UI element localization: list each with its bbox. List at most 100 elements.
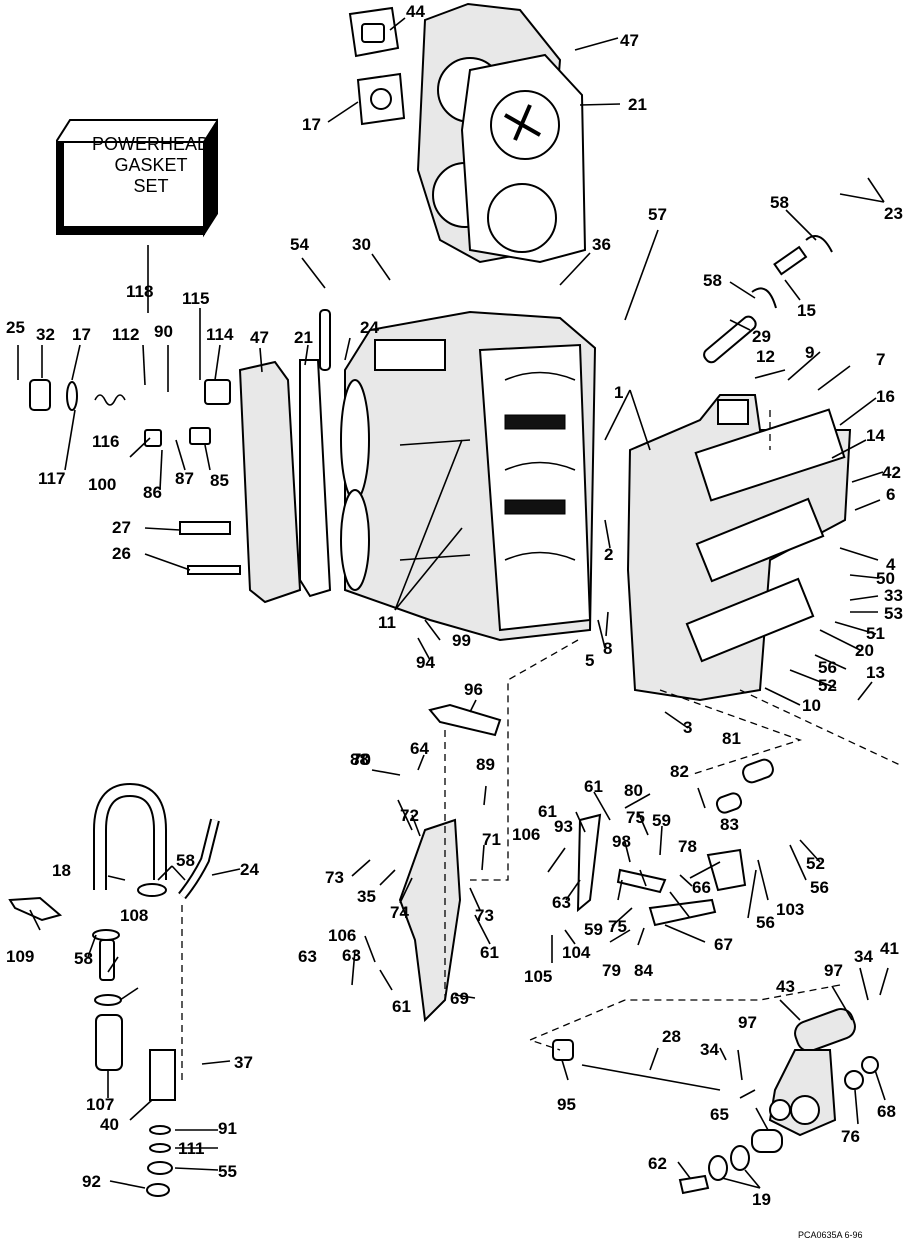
callout: 5 <box>585 651 594 670</box>
callout: 41 <box>880 939 899 958</box>
callout: 12 <box>756 347 775 366</box>
callout: 74 <box>390 903 409 922</box>
callout: 63 <box>298 947 317 966</box>
callout: 33 <box>884 586 903 605</box>
callout: 25 <box>6 318 25 337</box>
callout: 52 <box>806 854 825 873</box>
callout: 67 <box>714 935 733 954</box>
callout: 52 <box>818 676 837 695</box>
kit-label-line-3: SET <box>133 176 169 196</box>
callout: 73 <box>475 906 494 925</box>
callout: 91 <box>218 1119 237 1138</box>
callout: 89 <box>476 755 495 774</box>
figure-code: PCA0635A 6-96 <box>798 1230 863 1240</box>
callout: 19 <box>752 1190 771 1209</box>
callout: 88 <box>350 750 369 769</box>
callout: 34 <box>854 947 873 966</box>
callout: 43 <box>776 977 795 996</box>
callout: 81 <box>722 729 741 748</box>
callout: 16 <box>876 387 895 406</box>
callout: 9 <box>805 343 814 362</box>
callout: 54 <box>290 235 309 254</box>
callout: 29 <box>752 327 771 346</box>
callout: 21 <box>294 328 313 347</box>
callout: 47 <box>620 31 639 50</box>
callout: 64 <box>410 739 429 758</box>
callout: 55 <box>218 1162 237 1181</box>
callout: 30 <box>352 235 371 254</box>
callout: 58 <box>74 949 93 968</box>
callout: 59 <box>652 811 671 830</box>
callout: 115 <box>182 289 209 308</box>
callout: 11 <box>378 613 396 632</box>
callout: 71 <box>482 830 501 849</box>
callout: 56 <box>818 658 837 677</box>
callout: 65 <box>710 1105 729 1124</box>
callout: 28 <box>662 1027 681 1046</box>
callout: 24 <box>240 860 259 879</box>
callout: 14 <box>866 426 885 445</box>
callout: 56 <box>756 913 775 932</box>
kit-label-line-2: GASKET <box>114 155 188 175</box>
callout: 92 <box>82 1172 101 1191</box>
callout: 26 <box>112 544 131 563</box>
callout: 97 <box>738 1013 757 1032</box>
throttle-arm-assembly <box>678 1008 879 1195</box>
callout: 100 <box>88 475 116 494</box>
callout: 37 <box>234 1053 253 1072</box>
callout: 98 <box>612 832 631 851</box>
callout: 105 <box>524 967 552 986</box>
callout: 104 <box>562 943 591 962</box>
callout: 58 <box>703 271 722 290</box>
callout: 93 <box>554 817 573 836</box>
callout: 111 <box>178 1139 205 1158</box>
callout: 35 <box>357 887 376 906</box>
callout: 94 <box>416 653 435 672</box>
callout: 4 <box>886 555 896 574</box>
callout: 85 <box>210 471 229 490</box>
callout: 73 <box>325 868 344 887</box>
callout: 97 <box>824 961 843 980</box>
callout: 27 <box>112 518 131 537</box>
callout: 32 <box>36 325 55 344</box>
callout: 70 <box>352 750 371 769</box>
callout: 72 <box>400 806 419 825</box>
callout: 1 <box>614 383 623 402</box>
callout: 62 <box>648 1154 667 1173</box>
callout: 59 <box>584 920 603 939</box>
callout: 47 <box>250 328 269 347</box>
callout: 69 <box>450 989 469 1008</box>
cylinder-block <box>340 310 597 642</box>
callout: 61 <box>584 777 603 796</box>
callout: 15 <box>797 301 816 320</box>
callout: 103 <box>776 900 804 919</box>
callout: 7 <box>876 350 885 369</box>
callout: 8 <box>603 639 612 658</box>
callout: 57 <box>648 205 667 224</box>
callout: 50 <box>876 569 895 588</box>
callout: 42 <box>882 463 901 482</box>
callout: 87 <box>175 469 194 488</box>
callout: 17 <box>302 115 321 134</box>
callout: 24 <box>360 318 379 337</box>
callout: 83 <box>720 815 739 834</box>
callout: 10 <box>802 696 821 715</box>
callout: 6 <box>886 485 895 504</box>
callout: 79 <box>602 961 621 980</box>
callout: 61 <box>538 802 557 821</box>
callout: 44 <box>406 2 425 21</box>
callout: 117 <box>38 469 65 488</box>
head-gasket-group <box>348 2 587 264</box>
callout: 112 <box>112 325 139 344</box>
callout: 23 <box>884 204 903 223</box>
throttle-linkage <box>398 703 774 1091</box>
callout: 36 <box>592 235 611 254</box>
callout: 107 <box>86 1095 114 1114</box>
callout: 2 <box>604 545 613 564</box>
kit-box-label: POWERHEAD GASKET SET <box>76 134 226 197</box>
parts-artwork <box>8 2 901 1197</box>
callout: 82 <box>670 762 689 781</box>
callout: 84 <box>634 961 653 980</box>
callout: 61 <box>392 997 411 1016</box>
water-fitting-group <box>8 782 220 1197</box>
